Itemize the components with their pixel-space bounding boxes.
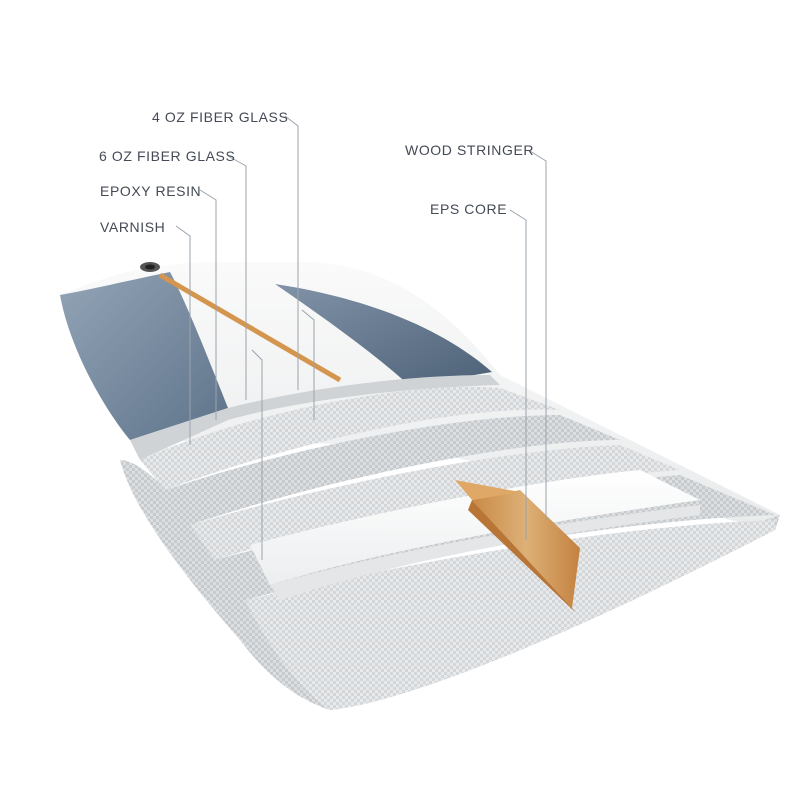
label-6oz-fiber-glass: 6 OZ FIBER GLASS [99,148,236,164]
rail-right [275,284,492,386]
label-eps-core: EPS CORE [430,201,508,217]
leader-lines [175,115,547,560]
eps-core [250,470,700,600]
label-4oz-fiber-glass: 4 OZ FIBER GLASS [152,109,289,125]
wood-stringer-block [455,480,580,612]
label-epoxy-resin: EPOXY RESIN [100,183,202,199]
rail-left [60,272,228,440]
label-varnish: VARNISH [100,219,166,235]
label-wood-stringer: WOOD STRINGER [405,142,535,158]
